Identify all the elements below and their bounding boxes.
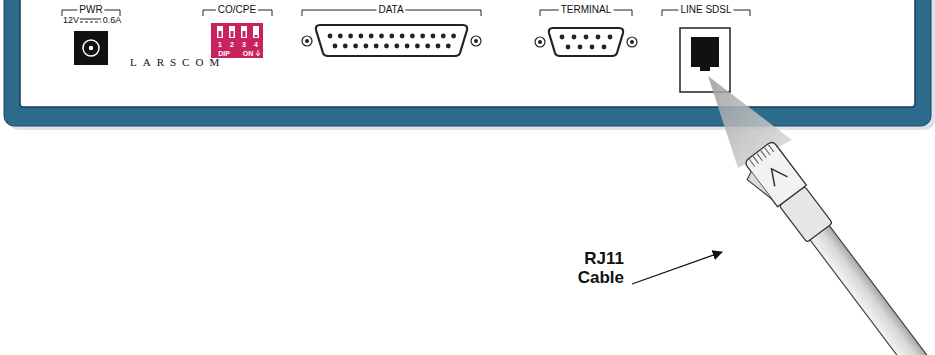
dip-marking: 1 (218, 41, 222, 48)
db25-connector (302, 25, 481, 56)
power-rating: 12V (63, 16, 79, 25)
dip-marking: DIP (218, 50, 230, 57)
group-label: PWR (77, 5, 104, 15)
dc-symbol (80, 19, 101, 22)
rear-panel (20, 0, 915, 107)
brand-logo: LARSCOM (130, 57, 225, 68)
callout-label: RJ11 Cable (564, 250, 624, 287)
dip-marking: 4 (254, 41, 258, 48)
dip-marking: 3 (242, 41, 246, 48)
power-jack (74, 31, 108, 65)
housing (4, 0, 931, 126)
group-label: DATA (376, 5, 405, 15)
db9-connector (535, 28, 637, 56)
dip-marking: 2 (230, 41, 234, 48)
leader-arrow (632, 252, 722, 284)
group-brackets (62, 10, 750, 16)
rj11-jack (680, 28, 730, 92)
group-label: CO/CPE (216, 5, 258, 15)
dip-switch (211, 23, 263, 58)
power-rating: 0.6A (103, 16, 122, 25)
rj11-plug (738, 140, 935, 355)
group-label: LINE SDSL (678, 5, 733, 15)
dip-marking: ON (243, 50, 254, 57)
group-label: TERMINAL (559, 5, 614, 15)
